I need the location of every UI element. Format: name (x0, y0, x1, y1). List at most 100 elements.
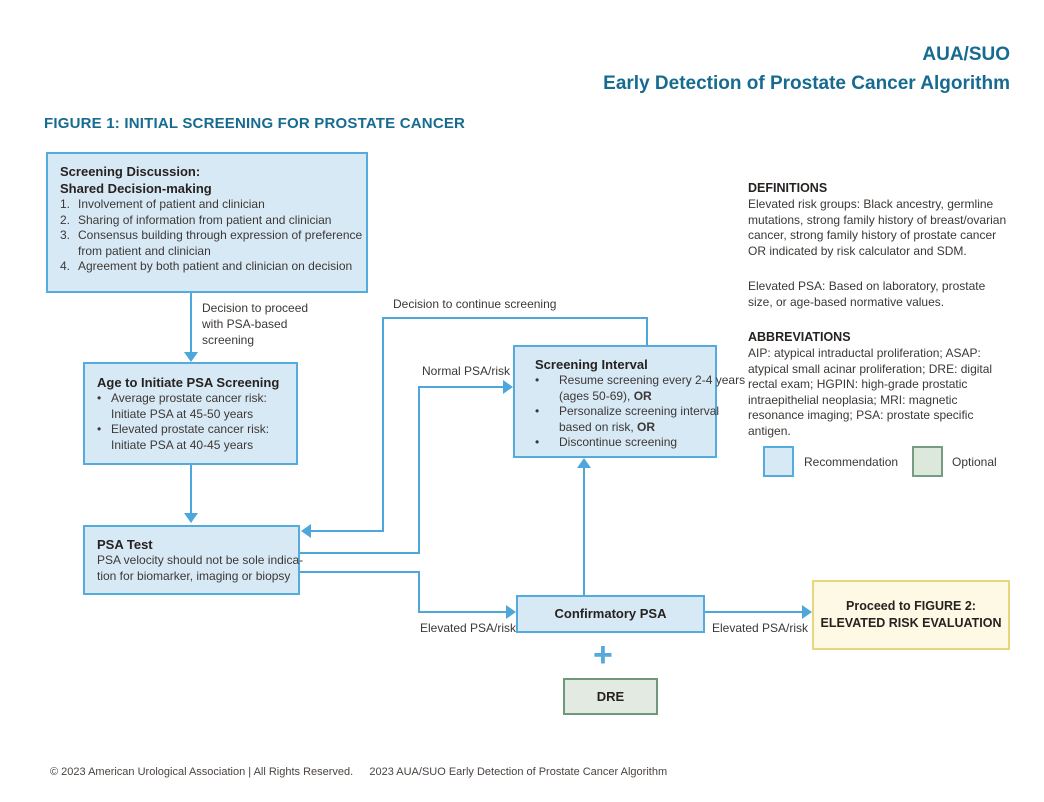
proceed-figure2-box: Proceed to FIGURE 2: ELEVATED RISK EVALU… (812, 580, 1010, 650)
list-item: Average prostate cancer risk:Initiate PS… (97, 391, 284, 422)
arrow-right-icon (503, 380, 513, 394)
connector-elevated-h1 (300, 571, 420, 573)
connector-normal-v (418, 387, 420, 554)
arrow-right-icon (802, 605, 812, 619)
list-text-line1: Personalize screening interval (559, 404, 720, 418)
arrow-left-icon (301, 524, 311, 538)
list-item: Elevated prostate cancer risk:Initiate P… (97, 422, 284, 453)
screening-discussion-title: Screening Discussion: (60, 164, 201, 179)
connector-elevated-h2 (418, 611, 506, 613)
connector-continue-into-psatest (311, 530, 383, 532)
footer-title: 2023 AUA/SUO Early Detection of Prostate… (369, 766, 668, 778)
list-text-line1: Elevated prostate cancer risk: (111, 422, 270, 436)
connector-normal-h1 (300, 552, 420, 554)
list-number: 3. (60, 228, 71, 242)
definitions-para1: Elevated risk groups: Black ancestry, ge… (748, 197, 1007, 258)
confirmatory-psa-box: Confirmatory PSA (516, 595, 705, 633)
list-text: Involvement of patient and clinician (78, 197, 265, 211)
connector-elevated-v (418, 571, 420, 613)
list-text-line2: based on risk, OR (559, 420, 655, 434)
list-text: Consensus building through expression of… (78, 228, 362, 259)
psa-test-box: PSA Test PSA velocity should not be sole… (83, 525, 303, 595)
footer: © 2023 American Urological Association |… (50, 766, 667, 778)
label-line: screening (202, 333, 255, 347)
screening-interval-title: Screening Interval (535, 357, 648, 372)
dre-box: DRE (563, 678, 658, 715)
label-line: with PSA-based (202, 317, 288, 331)
list-item: 1. Involvement of patient and clinician (60, 197, 354, 213)
list-text-line2: Initiate PSA at 40-45 years (111, 437, 254, 452)
list-item: Resume screening every 2-4 years(ages 50… (535, 373, 745, 404)
list-text-or: OR (637, 419, 656, 434)
age-to-initiate-box: Age to Initiate PSA Screening Average pr… (83, 362, 298, 465)
connector-confirmatory-to-interval (583, 466, 585, 595)
arrow-up-icon (577, 458, 591, 468)
psa-test-line1: PSA velocity should not be sole indica- (97, 553, 304, 567)
label-normal-psa: Normal PSA/risk (422, 364, 511, 378)
label-decision-proceed: Decision to proceed with PSA-based scree… (202, 300, 308, 348)
confirmatory-psa-title: Confirmatory PSA (554, 606, 667, 621)
org-name: AUA/SUO (922, 44, 1010, 65)
list-text-part: based on risk, (559, 419, 638, 434)
label-decision-continue: Decision to continue screening (393, 297, 557, 311)
footer-copyright: © 2023 American Urological Association |… (50, 766, 354, 778)
list-item: Discontinue screening (535, 435, 707, 451)
connector-confirmatory-to-figure2 (705, 611, 802, 613)
list-item: 2. Sharing of information from patient a… (60, 213, 354, 229)
list-number: 4. (60, 259, 71, 273)
psa-test-body: PSA velocity should not be sole indica- … (97, 553, 303, 584)
definitions-para2: Elevated PSA: Based on laboratory, prost… (748, 279, 986, 309)
connector-continue-top (382, 317, 648, 319)
legend-optional-label: Optional (952, 455, 997, 469)
abbreviations-heading: ABBREVIATIONS (748, 330, 851, 344)
list-text: Elevated prostate cancer risk:Initiate P… (111, 422, 269, 453)
psa-test-line2: tion for biomarker, imaging or biopsy (97, 568, 291, 583)
legend-recommendation-label: Recommendation (804, 455, 899, 469)
abbreviations-text: AIP: atypical intraductal proliferation;… (748, 346, 993, 438)
list-text: Sharing of information from patient and … (78, 212, 332, 227)
arrow-down-icon (184, 513, 198, 523)
list-text-or: OR (633, 388, 652, 403)
label-elevated-psa-right: Elevated PSA/risk (712, 621, 809, 635)
connector-discussion-to-age (190, 293, 192, 353)
legend-recommendation-swatch (763, 446, 794, 477)
page-title: Early Detection of Prostate Cancer Algor… (603, 73, 1010, 94)
screening-discussion-box: Screening Discussion: Shared Decision-ma… (46, 152, 368, 293)
list-text: Resume screening every 2-4 years(ages 50… (559, 373, 745, 404)
figure-title: FIGURE 1: INITIAL SCREENING FOR PROSTATE… (44, 115, 466, 132)
connector-continue-left (382, 317, 384, 532)
list-number: 2. (60, 212, 71, 227)
label-elevated-psa-left: Elevated PSA/risk (420, 621, 517, 635)
list-text: Average prostate cancer risk:Initiate PS… (111, 391, 267, 422)
arrow-right-icon (506, 605, 516, 619)
connector-age-to-psatest (190, 465, 192, 514)
psa-test-title: PSA Test (97, 537, 153, 552)
list-text: Discontinue screening (559, 435, 678, 449)
list-item: 3. Consensus building through expression… (60, 228, 362, 259)
legend-optional-swatch (912, 446, 943, 477)
age-to-initiate-title: Age to Initiate PSA Screening (97, 375, 280, 390)
screening-interval-box: Screening Interval Resume screening ever… (513, 345, 745, 458)
proceed-figure2-line1: Proceed to FIGURE 2: (846, 599, 976, 613)
list-text: Agreement by both patient and clinician … (78, 259, 353, 273)
list-text-line2: from patient and clinician (78, 243, 211, 258)
list-text-line2: Initiate PSA at 45-50 years (111, 406, 254, 421)
list-text-part: (ages 50-69), (559, 388, 634, 403)
list-number: 1. (60, 197, 71, 211)
list-item: 4. Agreement by both patient and clinici… (60, 259, 354, 275)
arrow-down-icon (184, 352, 198, 362)
list-text-line1: Consensus building through expression of… (78, 228, 363, 242)
connector-continue-right (646, 317, 648, 345)
connector-normal-h2 (418, 386, 504, 388)
definitions-heading: DEFINITIONS (748, 181, 828, 195)
list-text-line1: Average prostate cancer risk: (111, 391, 267, 405)
dre-title: DRE (596, 689, 625, 704)
proceed-figure2-line2: ELEVATED RISK EVALUATION (820, 616, 1002, 630)
label-line: Decision to proceed (202, 301, 309, 315)
plus-icon: + (593, 636, 613, 674)
list-text-line1: Resume screening every 2-4 years (559, 373, 746, 387)
shared-decision-title: Shared Decision-making (60, 181, 212, 196)
list-text-line2: (ages 50-69), OR (559, 389, 652, 403)
